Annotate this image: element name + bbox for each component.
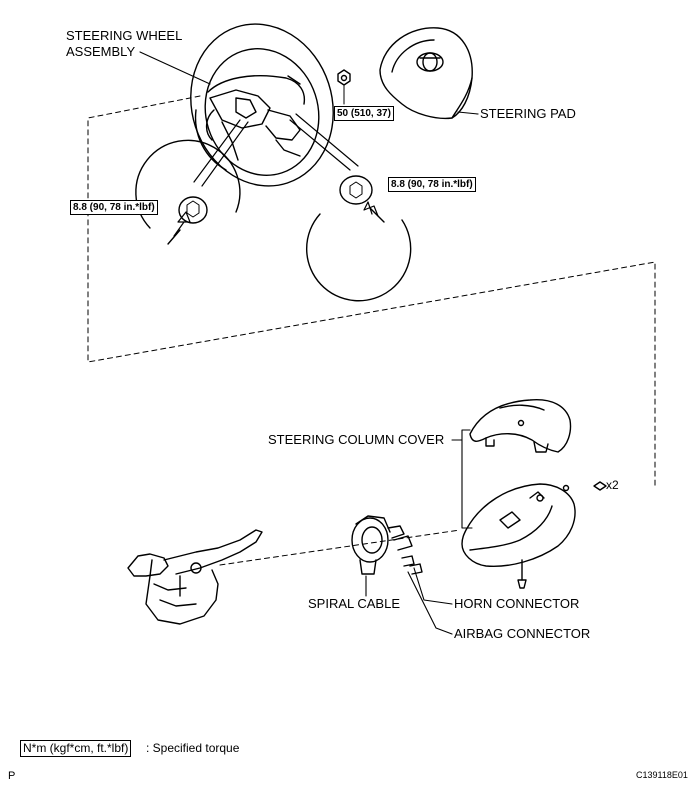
label-spiral-cable: SPIRAL CABLE bbox=[308, 596, 401, 611]
column-cover-lower-drawing bbox=[462, 482, 606, 588]
steering-wheel-drawing bbox=[170, 5, 354, 204]
detail-leader-lines bbox=[194, 114, 358, 186]
label-horn-connector: HORN CONNECTOR bbox=[454, 596, 580, 611]
label-steering-wheel-assembly-line2: ASSEMBLY bbox=[66, 44, 136, 59]
spiral-cable-drawing bbox=[352, 516, 422, 574]
combination-switch-drawing bbox=[128, 530, 262, 624]
figure-id: C139118E01 bbox=[636, 770, 688, 780]
right-screw-detail bbox=[307, 176, 411, 301]
left-screw-detail bbox=[136, 140, 240, 244]
label-steering-pad: STEERING PAD bbox=[480, 106, 576, 121]
label-leader-lines bbox=[140, 52, 478, 634]
label-quantity: x2 bbox=[606, 478, 619, 492]
torque-nut: 50 (510, 37) bbox=[334, 106, 394, 121]
legend-unit-box: N*m (kgf*cm, ft.*lbf) bbox=[20, 740, 132, 757]
label-airbag-connector: AIRBAG CONNECTOR bbox=[454, 626, 591, 641]
column-cover-upper-drawing bbox=[470, 400, 571, 452]
torque-right-screw: 8.8 (90, 78 in.*lbf) bbox=[388, 177, 476, 192]
steering-pad-drawing bbox=[380, 28, 478, 119]
label-steering-column-cover: STEERING COLUMN COVER bbox=[268, 432, 445, 447]
legend-description: : Specified torque bbox=[146, 741, 240, 755]
wheel-nut-drawing bbox=[338, 70, 350, 104]
torque-left-screw: 8.8 (90, 78 in.*lbf) bbox=[70, 200, 158, 215]
label-steering-wheel-assembly-line1: STEERING WHEEL bbox=[66, 28, 183, 43]
footer-left-code: P bbox=[8, 770, 16, 782]
assembly-dashed-lines bbox=[88, 96, 655, 565]
